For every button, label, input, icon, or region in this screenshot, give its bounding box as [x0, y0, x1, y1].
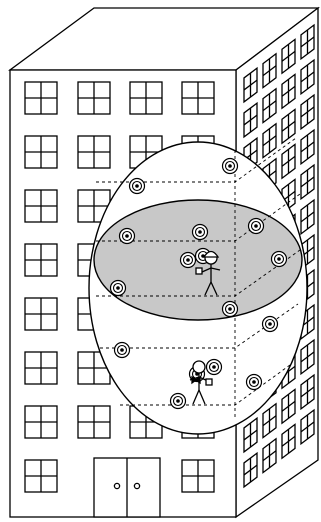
sensor-node-icon	[171, 394, 186, 409]
window	[78, 406, 110, 438]
sensor-node-icon	[249, 219, 264, 234]
building-door	[94, 458, 160, 517]
door-knob-left	[114, 483, 119, 488]
sensor-node-icon	[120, 229, 135, 244]
handheld-device	[196, 268, 202, 274]
person-head	[193, 361, 205, 373]
window	[78, 136, 110, 168]
window	[130, 82, 162, 114]
handheld-device	[206, 379, 212, 385]
window	[25, 298, 57, 330]
window	[25, 352, 57, 384]
sensor-node-icon	[247, 375, 262, 390]
window	[25, 136, 57, 168]
sensor-node-icon	[272, 252, 287, 267]
window	[78, 82, 110, 114]
sensor-node-icon	[263, 317, 278, 332]
sensor-node-icon	[130, 179, 145, 194]
window	[182, 460, 214, 492]
window	[25, 460, 57, 492]
window	[25, 82, 57, 114]
sensor-node-icon	[115, 343, 130, 358]
window	[25, 406, 57, 438]
sensor-node-icon	[223, 302, 238, 317]
window	[25, 190, 57, 222]
window	[25, 244, 57, 276]
door-knob-right	[134, 483, 139, 488]
sensor-node-icon	[223, 159, 238, 174]
sensor-node-icon	[193, 225, 208, 240]
sensor-node-icon	[181, 253, 196, 268]
sensor-node-icon	[111, 281, 126, 296]
sensor-node-icon	[207, 360, 222, 375]
window	[182, 82, 214, 114]
